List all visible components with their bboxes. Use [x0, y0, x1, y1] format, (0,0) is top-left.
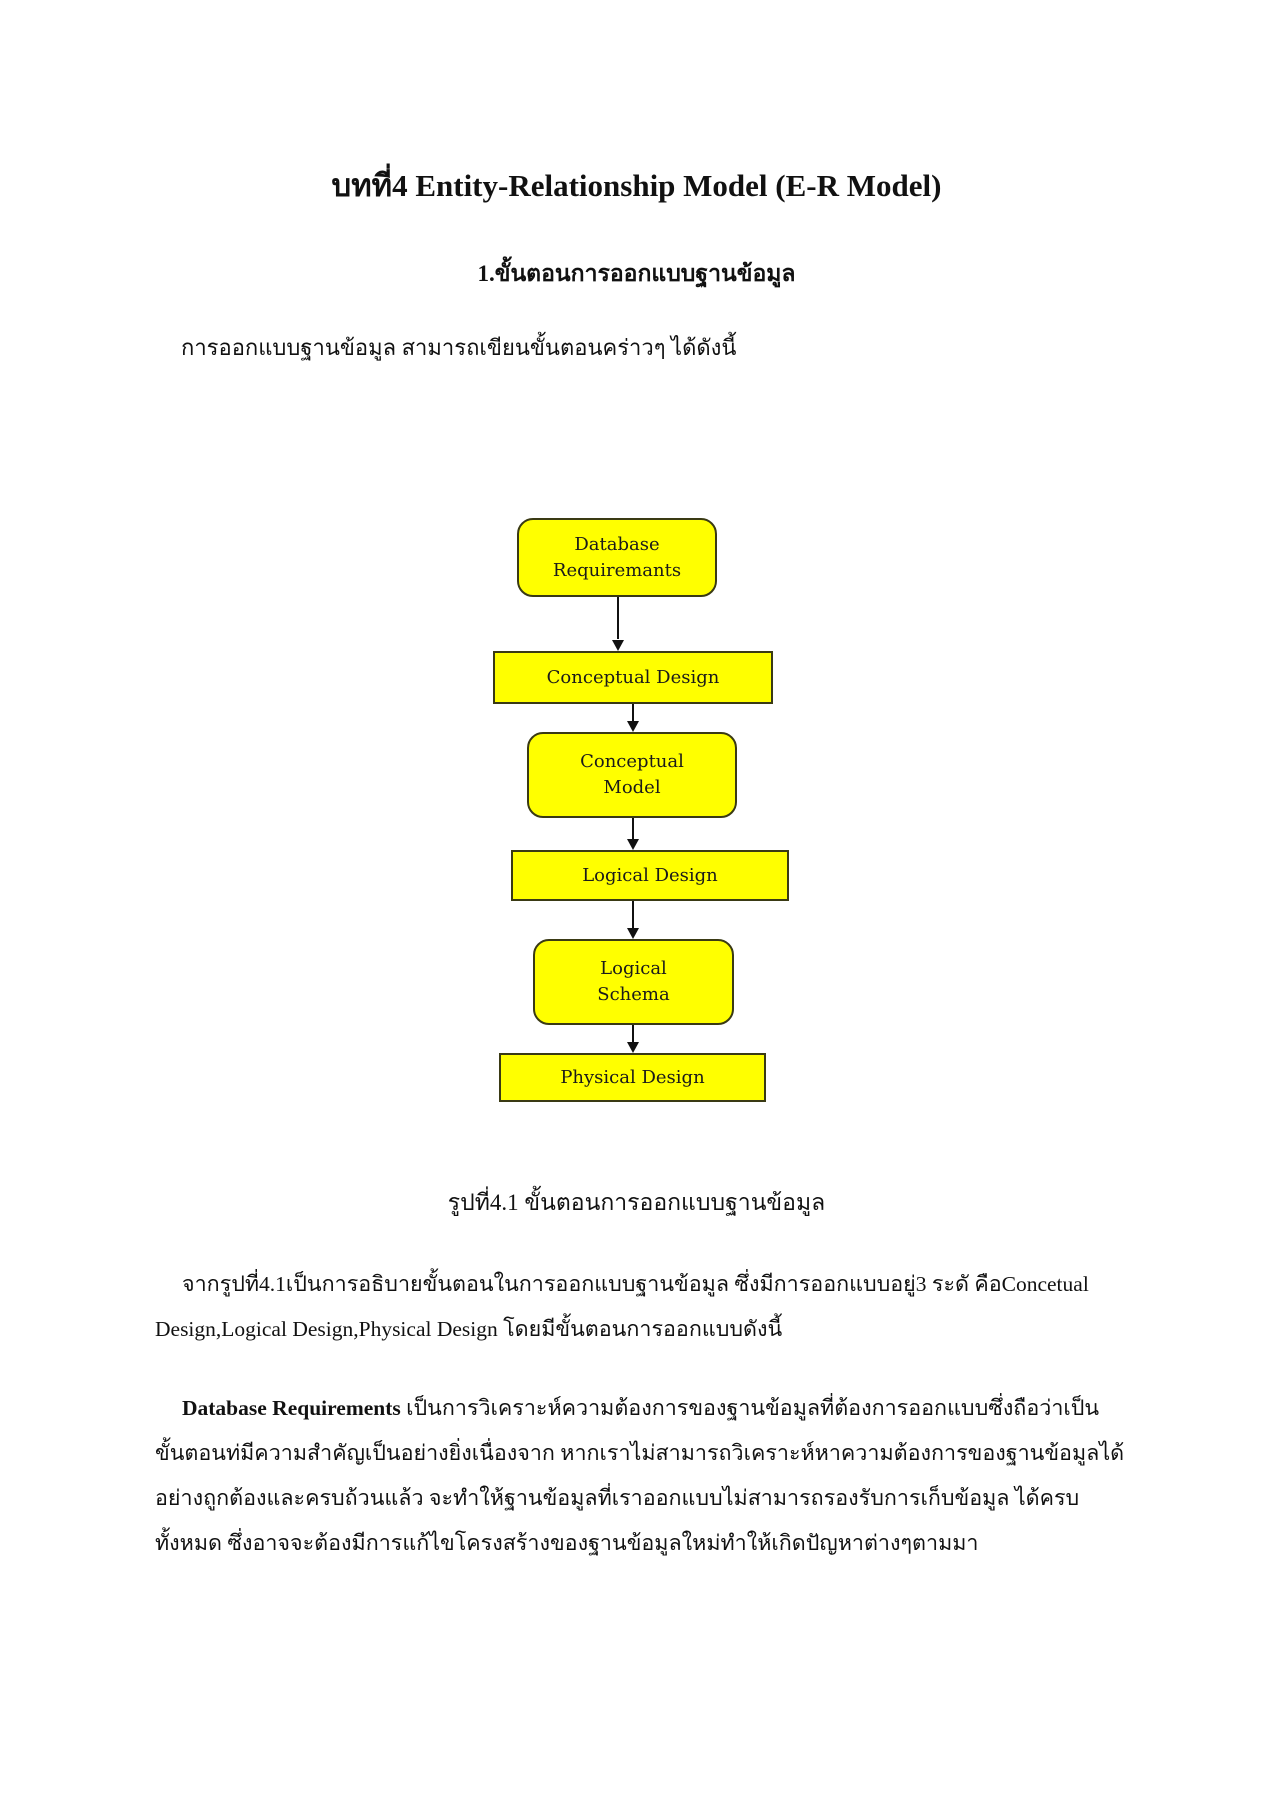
arrow-connector	[632, 818, 634, 839]
paragraph-line: จากรูปที่4.1เป็นการอธิบายขั้นตอนในการออก…	[182, 1272, 1089, 1296]
figure-caption: รูปที่4.1 ขั้นตอนการออกแบบฐานข้อมูล	[447, 1190, 826, 1215]
arrow-down-icon	[627, 721, 639, 732]
paragraph-levels: จากรูปที่4.1เป็นการอธิบายขั้นตอนในการออก…	[155, 1262, 1125, 1352]
step-label: Requiremants	[552, 559, 682, 581]
step-logical-design: Logical Design	[511, 850, 789, 901]
paragraph-line: Database Requirements เป็นการวิเคราะห์คว…	[155, 1386, 1125, 1431]
arrow-down-icon	[627, 839, 639, 850]
arrow-connector	[632, 901, 634, 928]
bold-term: Database Requirements	[182, 1396, 401, 1420]
page-title: บทที่4 Entity-Relationship Model (E-R Mo…	[331, 168, 942, 203]
arrow-connector	[617, 597, 619, 639]
paragraph-line: Design,Logical Design,Physical Design โด…	[155, 1317, 783, 1341]
step-label: Model	[603, 777, 661, 798]
arrow-connector	[632, 1025, 634, 1042]
arrow-down-icon	[627, 928, 639, 939]
arrow-down-icon	[612, 640, 624, 651]
step-label: Conceptual Design	[546, 666, 720, 688]
paragraph-line: ขั้นตอนท่มีความสำคัญเป็นอย่างยิ่งเนื่องจ…	[155, 1441, 1125, 1465]
step-label: Database	[574, 533, 660, 555]
step-label: Logical Design	[582, 864, 718, 886]
arrow-connector	[632, 704, 634, 721]
arrow-down-icon	[627, 1042, 639, 1053]
step-label: Schema	[597, 984, 670, 1005]
section-heading: 1.ขั้นตอนการออกแบบฐานข้อมูล	[477, 261, 796, 286]
step-label: Conceptual	[580, 751, 684, 772]
step-physical-design: Physical Design	[499, 1053, 766, 1102]
paragraph-line: ทั้งหมด ซึ่งอาจจะต้องมีการแก้ไขโครงสร้าง…	[155, 1531, 979, 1555]
paragraph-database-requirements: Database Requirements เป็นการวิเคราะห์คว…	[155, 1386, 1125, 1566]
step-label: Logical	[600, 958, 667, 979]
paragraph-line: อย่างถูกต้องและครบถ้วนแล้ว จะทำให้ฐานข้อ…	[155, 1486, 1080, 1510]
intro-text: การออกแบบฐานข้อมูล สามารถเขียนขั้นตอนคร่…	[181, 335, 737, 360]
paragraph-text: เป็นการวิเคราะห์ความต้องการของฐานข้อมูลท…	[400, 1396, 1100, 1420]
step-label: Physical Design	[560, 1066, 705, 1088]
step-conceptual-design: Conceptual Design	[493, 651, 773, 704]
